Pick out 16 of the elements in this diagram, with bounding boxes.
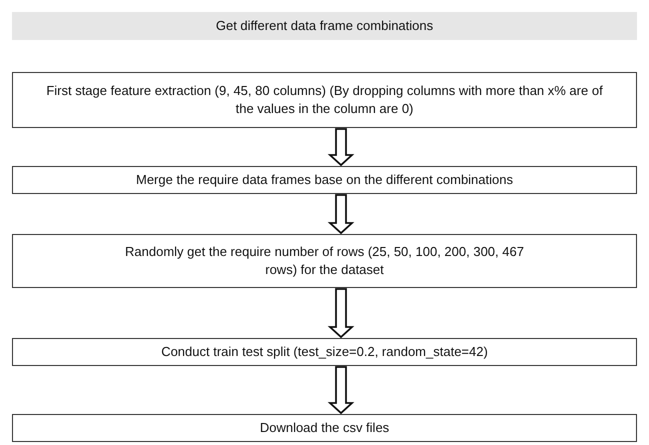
hollow-arrow <box>328 128 354 166</box>
hollow-arrow <box>328 288 354 338</box>
process-box <box>12 338 637 366</box>
hollow-arrow <box>328 366 354 414</box>
box-text: Get different data frame combinations <box>216 17 434 35</box>
box-text: First stage feature extraction (9, 45, 80 columns) (By dropping columns with more than x% are of the values in the column are 0) <box>45 82 604 118</box>
box-text: Download the csv files <box>260 419 390 437</box>
box-text: Merge the require data frames base on the different combinations <box>136 171 513 189</box>
box-text: Conduct train test split (test_size=0.2, random_state=42) <box>161 343 488 361</box>
title-band <box>12 12 637 40</box>
process-box <box>12 166 637 194</box>
process-box <box>12 414 637 442</box>
process-box <box>12 234 637 288</box>
process-box <box>12 72 637 128</box>
box-text: Randomly get the require number of rows (25, 50, 100, 200, 300, 467 rows) for the dataset <box>124 243 525 279</box>
hollow-arrow <box>328 194 354 234</box>
